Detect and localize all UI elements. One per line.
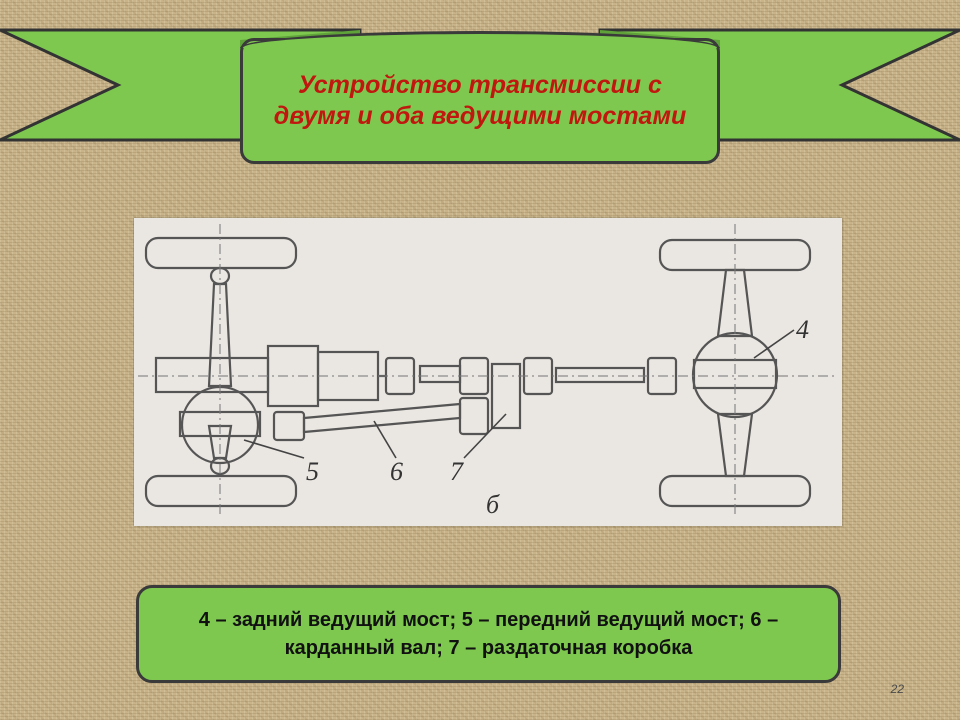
rear-axle-lower-half <box>716 412 754 478</box>
callout-6: 6 <box>390 457 403 486</box>
leader-7 <box>463 413 507 459</box>
front-right-wheel <box>144 474 298 508</box>
callout-5: 5 <box>306 457 319 486</box>
leader-5 <box>243 439 305 459</box>
intermediate-shaft <box>418 364 462 384</box>
legend-text: 4 – задний ведущий мост; 5 – передний ве… <box>198 609 779 659</box>
transmission-diagram: 4 5 6 7 б <box>134 218 842 526</box>
diagram-caption: б <box>486 490 500 519</box>
rear-propeller-shaft <box>554 366 646 384</box>
legend-box: 4 – задний ведущий мост; 5 – передний ве… <box>136 585 841 683</box>
front-axle-joint <box>272 410 306 442</box>
front-left-wheel <box>144 236 298 270</box>
front-axle-upper-half <box>207 282 233 388</box>
page-number: 22 <box>890 682 904 696</box>
callout-4: 4 <box>796 315 809 344</box>
front-axle-lower-half <box>207 424 233 460</box>
transmission-schematic: 4 5 6 7 б <box>138 224 834 519</box>
callout-7: 7 <box>450 457 464 486</box>
cardan-shaft <box>302 402 462 434</box>
transfer-case <box>490 362 522 430</box>
transfer-case-output-joint <box>458 396 490 436</box>
title-scroll: Устройство трансмиссии с двумя и оба вед… <box>240 31 720 164</box>
leader-6 <box>373 420 397 459</box>
slide-title: Устройство трансмиссии с двумя и оба вед… <box>273 71 687 130</box>
leader-4 <box>753 329 795 359</box>
